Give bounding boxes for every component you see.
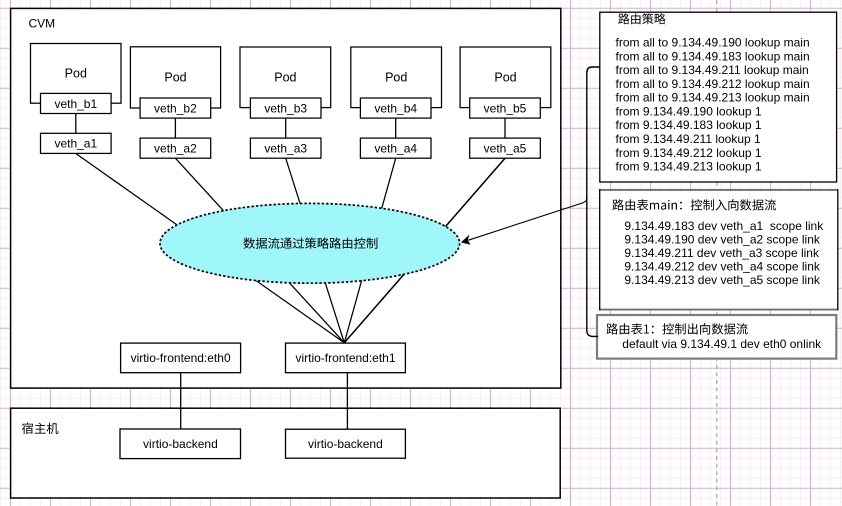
svg-text:CVM: CVM <box>29 16 56 30</box>
svg-text:veth_a2: veth_a2 <box>154 142 197 156</box>
svg-text:9.134.49.190 dev veth_a2 scope: 9.134.49.190 dev veth_a2 scope link <box>624 232 820 246</box>
svg-text:veth_b3: veth_b3 <box>264 101 307 115</box>
svg-text:virtio-frontend:eth0: virtio-frontend:eth0 <box>131 351 231 365</box>
svg-text:Pod: Pod <box>164 71 186 85</box>
svg-text:veth_a4: veth_a4 <box>374 142 417 156</box>
svg-text:9.134.49.183 dev veth_a1 scop: 9.134.49.183 dev veth_a1 scope link <box>624 219 824 233</box>
svg-text:from all to 9.134.49.212 looku: from all to 9.134.49.212 lookup main <box>616 77 810 91</box>
svg-text:from all to 9.134.49.213 looku: from all to 9.134.49.213 lookup main <box>616 91 810 105</box>
svg-text:from all to 9.134.49.183 looku: from all to 9.134.49.183 lookup main <box>616 49 810 63</box>
svg-text:9.134.49.213 dev veth_a5 scope: 9.134.49.213 dev veth_a5 scope link <box>624 273 820 287</box>
svg-text:from 9.134.49.190 lookup 1: from 9.134.49.190 lookup 1 <box>616 104 762 118</box>
svg-text:Pod: Pod <box>65 67 87 81</box>
svg-text:veth_a3: veth_a3 <box>264 142 307 156</box>
svg-text:veth_b1: veth_b1 <box>54 97 97 111</box>
svg-text:veth_b5: veth_b5 <box>484 101 527 115</box>
svg-text:Pod: Pod <box>385 71 407 85</box>
svg-text:from 9.134.49.213 lookup 1: from 9.134.49.213 lookup 1 <box>616 160 762 174</box>
svg-text:9.134.49.211 dev veth_a3 scope: 9.134.49.211 dev veth_a3 scope link <box>624 246 820 260</box>
svg-text:virtio-backend: virtio-backend <box>143 437 218 451</box>
svg-text:from all to 9.134.49.211 looku: from all to 9.134.49.211 lookup main <box>616 63 809 77</box>
svg-text:default via 9.134.49.1 dev eth: default via 9.134.49.1 dev eth0 onlink <box>622 337 822 351</box>
svg-text:from all to 9.134.49.190 looku: from all to 9.134.49.190 lookup main <box>616 36 810 50</box>
svg-text:from 9.134.49.211 lookup 1: from 9.134.49.211 lookup 1 <box>616 132 762 146</box>
svg-text:from 9.134.49.183 lookup 1: from 9.134.49.183 lookup 1 <box>616 118 762 132</box>
svg-text:Pod: Pod <box>494 71 516 85</box>
svg-text:virtio-frontend:eth1: virtio-frontend:eth1 <box>295 351 395 365</box>
svg-text:veth_b4: veth_b4 <box>374 101 417 115</box>
svg-text:virtio-backend: virtio-backend <box>308 437 383 451</box>
svg-text:from 9.134.49.212 lookup 1: from 9.134.49.212 lookup 1 <box>616 146 762 160</box>
svg-text:veth_a5: veth_a5 <box>484 142 527 156</box>
svg-text:veth_b2: veth_b2 <box>154 101 197 115</box>
svg-text:veth_a1: veth_a1 <box>54 137 97 151</box>
svg-text:Pod: Pod <box>274 71 296 85</box>
svg-text:9.134.49.212 dev veth_a4 scope: 9.134.49.212 dev veth_a4 scope link <box>624 259 820 273</box>
